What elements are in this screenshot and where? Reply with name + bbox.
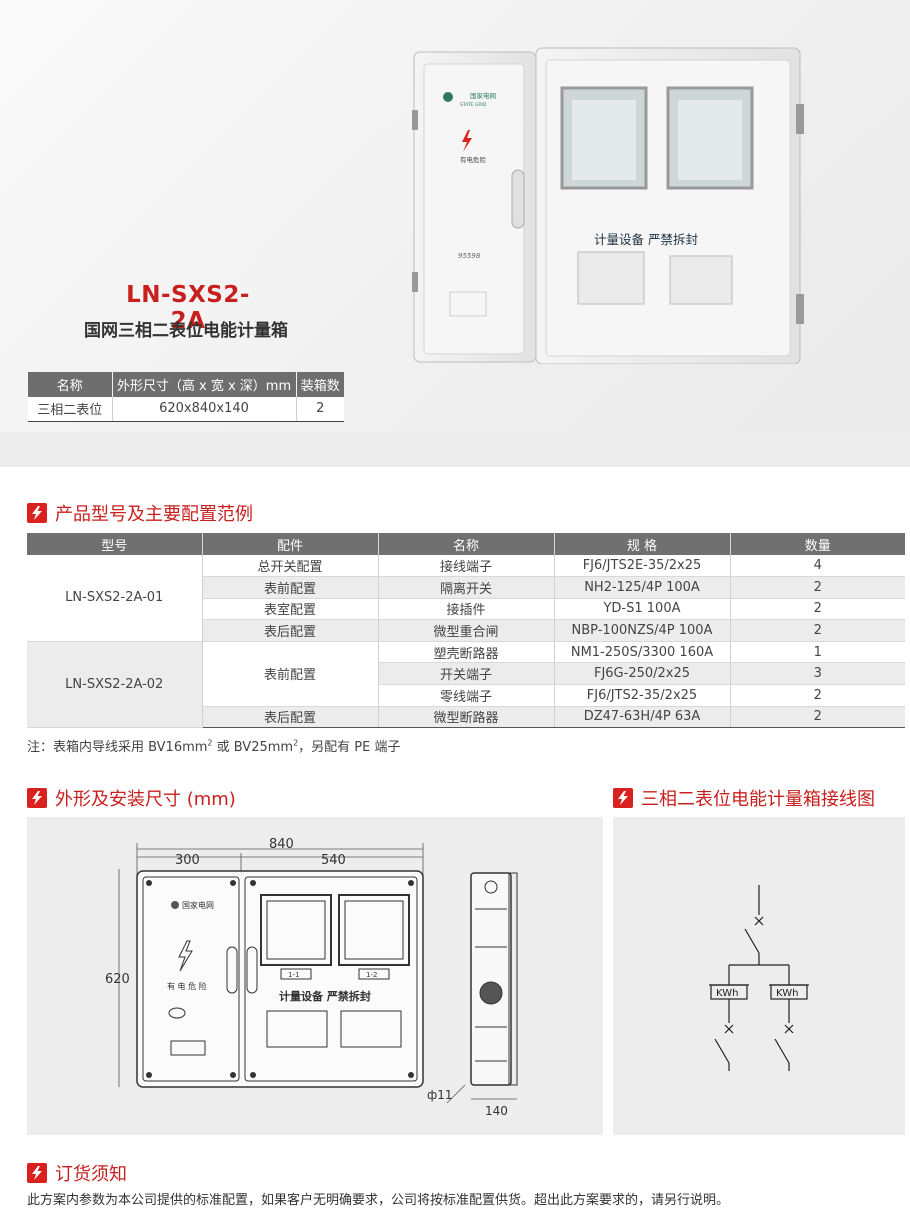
dim-hole: ф11 [427, 1088, 453, 1102]
cfg-name: 微型断路器 [378, 706, 555, 729]
spec-header-qty: 装箱数 [296, 372, 344, 397]
section-title: 订货须知 [55, 1164, 127, 1185]
cfg-model: LN-SXS2-2A-01 [27, 555, 203, 642]
wiring-meter-2: KWh [776, 988, 798, 999]
cfg-header-qty: 数量 [730, 533, 905, 555]
drawing-meter-1: 1-1 [288, 971, 299, 979]
table-row: 开关端子 FJ6G-250/2x25 3 [27, 662, 905, 686]
cfg-qty: 3 [730, 662, 905, 686]
table-row: 表室配置 接插件 YD-S1 100A 2 [27, 598, 905, 621]
wiring-meter-1: KWh [716, 988, 738, 999]
spec-table: 名称 外形尺寸（高 x 宽 x 深）mm 装箱数 三相二表位 620x840x1… [28, 372, 344, 422]
cfg-spec: YD-S1 100A [554, 598, 731, 621]
cfg-name: 接线端子 [378, 555, 555, 578]
cfg-header-part: 配件 [202, 533, 379, 555]
table-row: 零线端子 FJ6/JTS2-35/2x25 2 [27, 684, 905, 707]
table-row: LN-SXS2-2A-01 总开关配置 接线端子 FJ6/JTS2E-35/2x… [27, 555, 905, 642]
order-text: 此方案内参数为本公司提供的标准配置，如果客户无明确要求，公司将按标准配置供货。超… [27, 1193, 730, 1208]
cfg-header-name: 名称 [378, 533, 555, 555]
cfg-name: 接插件 [378, 598, 555, 621]
section-order-header: 订货须知 [27, 1160, 127, 1186]
cfg-spec: DZ47-63H/4P 63A [554, 706, 731, 729]
note-sup: 2 [293, 738, 299, 748]
section-title: 外形及安装尺寸 (mm) [55, 789, 236, 810]
cfg-part: 表后配置 [202, 619, 379, 642]
table-row: 表后配置 微型重合闸 NBP-100NZS/4P 100A 2 [27, 619, 905, 642]
wiring-note: 注：表箱内导线采用 BV16mm2 或 BV25mm2，另配有 PE 端子 [27, 736, 400, 755]
cfg-qty: 4 [730, 555, 905, 578]
cfg-qty: 2 [730, 598, 905, 621]
note-text: 或 BV25mm [212, 740, 294, 755]
cfg-header-spec: 规 格 [554, 533, 731, 555]
cfg-spec: NH2-125/4P 100A [554, 576, 731, 599]
lightning-icon [613, 788, 633, 808]
section-title: 三相二表位电能计量箱接线图 [641, 789, 875, 810]
table-row: 三相二表位 620x840x140 2 [28, 397, 344, 422]
cfg-name: 开关端子 [378, 662, 555, 686]
cfg-spec: FJ6G-250/2x25 [554, 662, 731, 686]
cfg-name: 塑壳断路器 [378, 641, 555, 664]
hero-band [0, 432, 910, 467]
section-wiring-header: 三相二表位电能计量箱接线图 [613, 785, 875, 811]
cfg-part: 表前配置 [202, 641, 379, 707]
table-row: LN-SXS2-2A-02 表前配置 塑壳断路器 NM1-250S/3300 1… [27, 641, 905, 729]
table-row: 表后配置 微型断路器 DZ47-63H/4P 63A 2 [27, 706, 905, 729]
config-table: 型号 配件 名称 规 格 数量 LN-SXS2-2A-01 总开关配置 接线端子… [27, 533, 905, 729]
meter-box-photo: 国家电网 STATE GRID 有电危险 95598 计量设备 严禁拆封 [412, 47, 804, 364]
model-title: LN-SXS2-2A [126, 282, 250, 334]
cfg-part: 总开关配置 [202, 555, 379, 578]
drawing-panel-label: 计量设备 严禁拆封 [279, 989, 371, 1003]
spec-cell-name: 三相二表位 [28, 397, 113, 422]
cfg-spec: NBP-100NZS/4P 100A [554, 619, 731, 642]
dimension-drawing: 840 300 540 620 国家电网 有 电 危 险 [105, 837, 518, 1118]
dim-width-total: 840 [269, 837, 294, 852]
cfg-qty: 2 [730, 706, 905, 729]
dim-width-left: 300 [175, 853, 200, 868]
cfg-name: 零线端子 [378, 684, 555, 707]
product-name: 国网三相二表位电能计量箱 [84, 321, 288, 341]
cfg-part: 表室配置 [202, 598, 379, 621]
cfg-name: 微型重合闸 [378, 619, 555, 642]
spec-header-size: 外形尺寸（高 x 宽 x 深）mm [112, 372, 297, 397]
spec-cell-size: 620x840x140 [112, 397, 297, 422]
cfg-qty: 2 [730, 576, 905, 599]
wiring-panel: KWh KWh [613, 817, 905, 1135]
box-hotline: 95598 [458, 252, 481, 260]
box-brand-en: STATE GRID [460, 102, 487, 108]
note-text: 注：表箱内导线采用 BV16mm [27, 740, 208, 755]
cfg-part: 表后配置 [202, 706, 379, 729]
lightning-icon [27, 503, 47, 523]
dim-depth: 140 [485, 1104, 508, 1118]
dimension-panel: 840 300 540 620 国家电网 有 电 危 险 [27, 817, 603, 1135]
section-title: 产品型号及主要配置范例 [55, 504, 253, 525]
box-danger: 有电危险 [460, 155, 487, 164]
table-row: 表前配置 隔离开关 NH2-125/4P 100A 2 [27, 576, 905, 599]
note-text: ，另配有 PE 端子 [298, 740, 401, 755]
spec-header-name: 名称 [28, 372, 113, 397]
cfg-spec: NM1-250S/3300 160A [554, 641, 731, 664]
drawing-brand: 国家电网 [182, 900, 214, 910]
cfg-header-model: 型号 [27, 533, 203, 555]
wiring-diagram: KWh KWh [709, 885, 809, 1071]
drawing-danger: 有 电 危 险 [167, 981, 207, 991]
note-sup: 2 [207, 738, 213, 748]
section-config-header: 产品型号及主要配置范例 [27, 500, 253, 526]
section-dimension-header: 外形及安装尺寸 (mm) [27, 785, 236, 811]
cfg-model: LN-SXS2-2A-02 [27, 641, 203, 729]
box-brand: 国家电网 [470, 91, 496, 100]
dim-width-right: 540 [321, 853, 346, 868]
cfg-qty: 2 [730, 684, 905, 707]
dim-height: 620 [105, 972, 130, 987]
drawing-meter-2: 1-2 [366, 971, 377, 979]
cfg-qty: 2 [730, 619, 905, 642]
cfg-part: 表前配置 [202, 576, 379, 599]
spec-cell-qty: 2 [296, 397, 344, 422]
box-panel-label: 计量设备 严禁拆封 [594, 232, 698, 247]
cfg-qty: 1 [730, 641, 905, 664]
lightning-icon [27, 1163, 47, 1183]
cfg-spec: FJ6/JTS2E-35/2x25 [554, 555, 731, 578]
cfg-spec: FJ6/JTS2-35/2x25 [554, 684, 731, 707]
cfg-name: 隔离开关 [378, 576, 555, 599]
lightning-icon [27, 788, 47, 808]
